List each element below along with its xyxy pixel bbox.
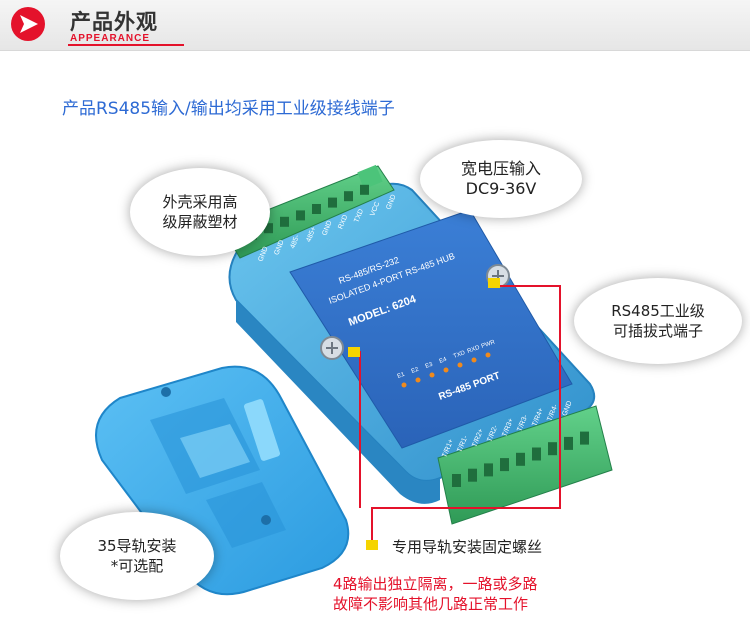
isolation-note: 4路输出独立隔离，一路或多路 故障不影响其他几路正常工作: [333, 574, 538, 614]
callout-rail: 35导轨安装 *可选配: [60, 512, 214, 600]
terminal-screw-slot: [452, 474, 461, 487]
callout-shell-line2: 级屏蔽塑材: [162, 213, 238, 231]
callout-terminal-line1: RS485工业级: [611, 302, 705, 320]
led-label: E1: [397, 372, 407, 380]
section-title: 产品外观: [70, 10, 158, 34]
callout-terminal: RS485工业级 可插拔式端子: [574, 278, 742, 364]
mounting-screw-bottom: [320, 336, 344, 360]
status-led: [415, 377, 421, 383]
terminal-screw-slot: [532, 447, 541, 461]
led-label: E4: [439, 357, 449, 365]
isolation-note-line1: 4路输出独立隔离，一路或多路: [333, 575, 538, 593]
callout-rail-line2: *可选配: [110, 557, 164, 575]
callout-terminal-line2: 可插拔式端子: [612, 322, 703, 340]
section-subtitle: APPEARANCE: [70, 33, 151, 44]
status-led: [443, 367, 449, 373]
terminal-screw-slot: [564, 436, 573, 450]
callout-shell-line1: 外壳采用高: [162, 193, 238, 211]
terminal-screw-slot: [280, 216, 289, 227]
callout-shell: 外壳采用高 级屏蔽塑材: [130, 168, 270, 256]
status-led: [429, 372, 435, 378]
terminal-screw-slot: [548, 442, 557, 456]
terminal-screw-slot: [580, 431, 589, 445]
play-arrow-icon: [11, 7, 45, 41]
marker-note: [366, 540, 378, 550]
callout-power-line1: 宽电压输入: [460, 159, 541, 178]
terminal-screw-slot: [296, 210, 305, 221]
callout-rail-line1: 35导轨安装: [97, 537, 177, 555]
led-label: TXD: [453, 350, 467, 360]
marker-screw-bottom: [348, 347, 360, 357]
led-label: E2: [411, 367, 421, 375]
terminal-screw-slot: [344, 191, 353, 202]
isolation-note-line2: 故障不影响其他几路正常工作: [333, 595, 529, 613]
terminal-screw-slot: [516, 452, 525, 466]
din-rail-clip: [95, 365, 350, 596]
callout-power: 宽电压输入 DC9-36V: [420, 140, 582, 218]
led-label: E3: [425, 362, 435, 370]
section-header: 产品外观 APPEARANCE: [0, 0, 750, 51]
terminal-screw-slot: [312, 204, 321, 214]
status-led: [457, 362, 463, 368]
top-terminal-label: 485-: [289, 234, 301, 250]
terminal-screw-slot: [484, 463, 493, 477]
screw-note: 专用导轨安装固定螺丝: [392, 538, 543, 556]
terminal-screw-slot: [328, 197, 337, 208]
terminal-screw-slot: [468, 468, 477, 482]
feature-headline: 产品RS485输入/输出均采用工业级接线端子: [62, 99, 395, 119]
top-terminal-label: TXD: [353, 208, 365, 224]
led-label: RXD: [467, 345, 482, 355]
terminal-screw-slot: [360, 184, 369, 195]
title-underline: [68, 44, 184, 46]
terminal-screw-slot: [500, 458, 509, 472]
marker-screw-top: [488, 278, 500, 288]
callout-power-line2: DC9-36V: [465, 179, 537, 198]
led-label: PWR: [481, 339, 497, 350]
status-led: [485, 352, 491, 358]
hub-device: [221, 164, 613, 525]
status-led: [471, 357, 477, 363]
status-led: [401, 382, 407, 388]
terminal-screw-slot: [264, 223, 273, 234]
